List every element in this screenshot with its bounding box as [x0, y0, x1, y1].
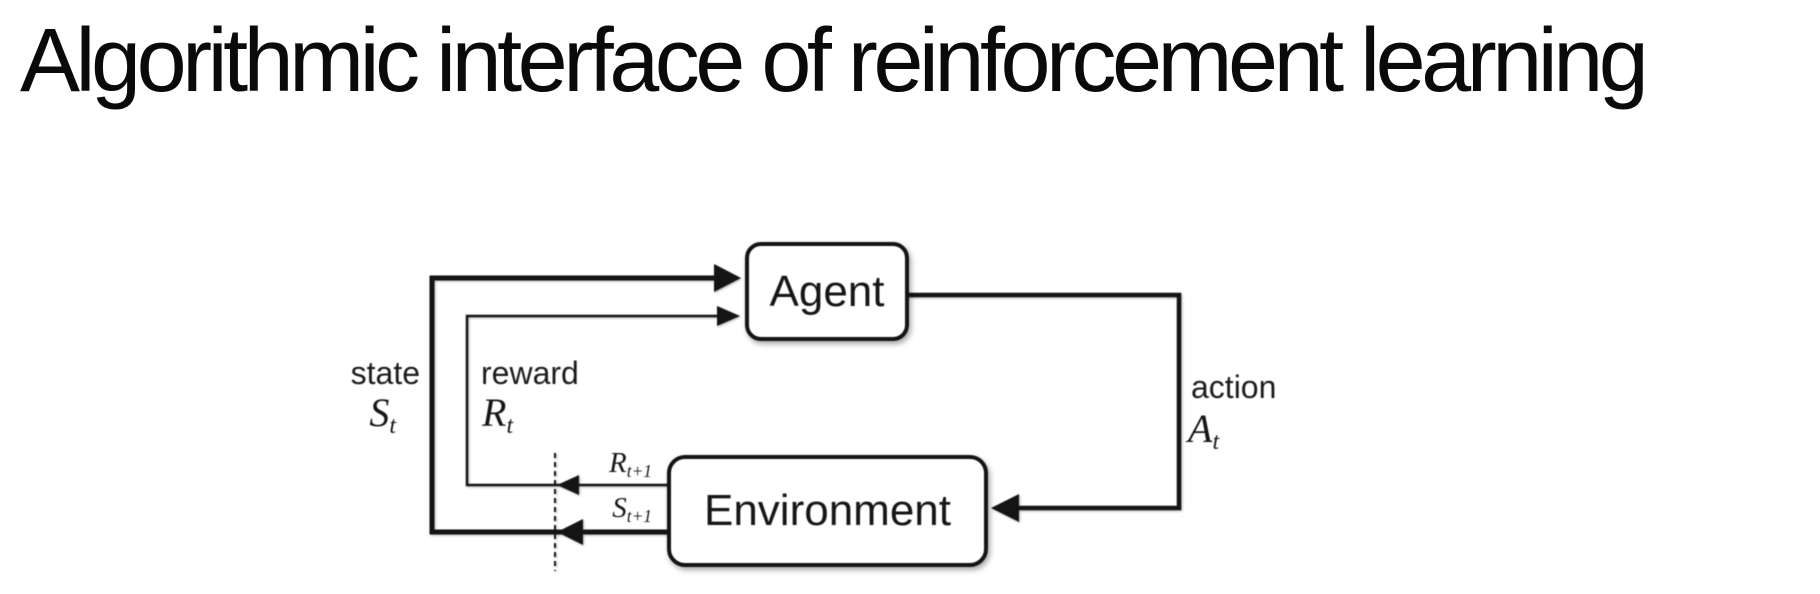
- reward-flow-line: [465, 314, 718, 487]
- action-symbol: A: [1188, 406, 1213, 451]
- next-reward-subscript: t+1: [626, 461, 652, 482]
- action-symbol-subscript: t: [1212, 429, 1220, 456]
- reward-arrowhead-into-agent: [717, 306, 740, 326]
- state-arrowhead-into-agent: [714, 264, 741, 292]
- action-flow-line: [905, 292, 1182, 511]
- environment-node: Environment: [667, 455, 988, 567]
- state-symbol: S: [369, 390, 390, 435]
- agent-node: Agent: [745, 242, 909, 341]
- slide-title: Algorithmic interface of reinforcement l…: [20, 11, 1649, 111]
- next-state-symbol-label: St+1: [555, 494, 652, 526]
- action-word-label: action: [1191, 369, 1277, 405]
- reward-symbol-subscript: t: [506, 413, 514, 440]
- reward-arrowhead-at-boundary: [557, 475, 579, 495]
- next-state-subscript: t+1: [626, 506, 652, 527]
- state-symbol-subscript: t: [389, 413, 396, 440]
- state-word-label: state: [350, 355, 420, 391]
- agent-label: Agent: [769, 266, 885, 316]
- reward-symbol: R: [482, 390, 507, 435]
- action-symbol-label: At: [1188, 406, 1220, 456]
- environment-label: Environment: [703, 486, 951, 535]
- next-reward-symbol-label: Rt+1: [555, 449, 652, 481]
- state-symbol-label: St: [280, 390, 396, 440]
- reward-symbol-label: Rt: [482, 390, 514, 440]
- reward-word-label: reward: [481, 355, 579, 391]
- action-arrowhead-into-environment: [991, 494, 1019, 522]
- next-reward-symbol: R: [609, 447, 627, 479]
- state-arrowhead-at-boundary: [557, 519, 583, 545]
- next-state-symbol: S: [612, 492, 627, 524]
